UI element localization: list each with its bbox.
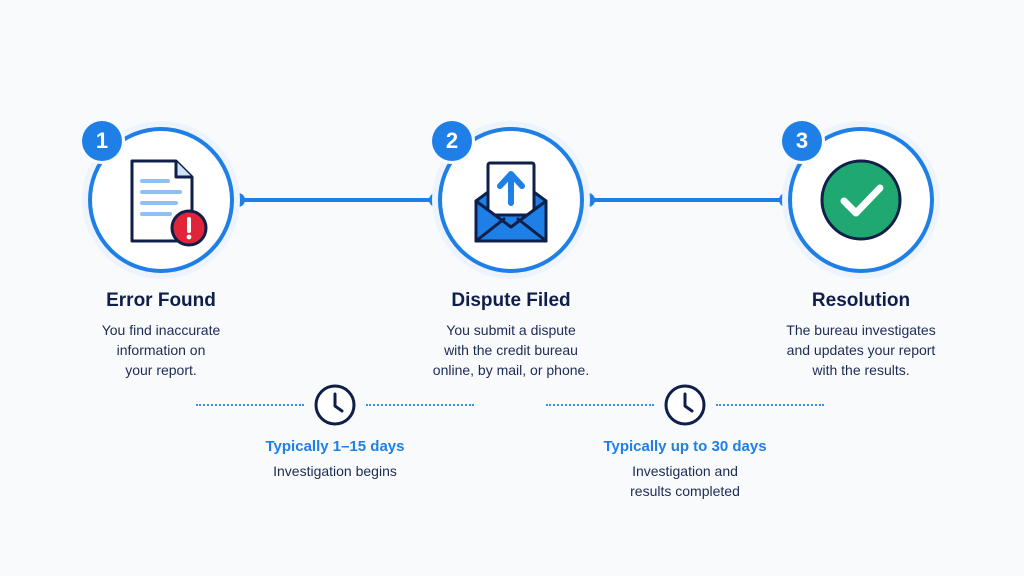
timing-2-description: Investigation and results completed [565,461,805,501]
step-3-desc-line: The bureau investigates [786,322,936,338]
clock-icon [664,384,706,426]
timeline-dotted-line [366,404,474,406]
step-1-title: Error Found [106,290,216,311]
connector-dot [231,193,245,207]
step-3-desc-line: with the results. [812,362,910,378]
clock-icon [314,384,356,426]
timing-1-description: Investigation begins [215,461,455,481]
step-3-title: Resolution [811,290,911,311]
step-1-desc-line: information on [116,342,206,358]
step-1-description: You find inaccurate information on your … [51,320,271,380]
connector-line-1-2 [238,198,438,202]
step-3-desc-line: and updates your report [786,342,936,358]
step-1-badge: 1 [82,121,122,161]
step-2-desc-line: You submit a dispute [446,322,576,338]
step-2-desc-line: with the credit bureau [444,342,578,358]
step-2-badge: 2 [432,121,472,161]
document-error-icon [130,159,208,247]
step-3-badge: 3 [782,121,822,161]
timeline-dotted-line [716,404,824,406]
envelope-upload-icon [474,161,548,243]
connector-line-2-3 [588,198,788,202]
step-2-circle [438,127,584,273]
step-3-circle [788,127,934,273]
checkmark-circle-icon [820,159,902,241]
step-2-description: You submit a dispute with the credit bur… [401,320,621,380]
timing-2-label: Typically up to 30 days [603,438,767,455]
timing-2-desc-line: Investigation and [632,463,738,479]
timing-2-desc-line: results completed [630,483,740,499]
step-2-title: Dispute Filed [451,290,571,311]
timeline-dotted-line [196,404,304,406]
step-1-circle [88,127,234,273]
step-1-desc-line: your report. [125,362,197,378]
timeline-dotted-line [546,404,654,406]
step-3-description: The bureau investigates and updates your… [751,320,971,380]
step-2-desc-line: online, by mail, or phone. [432,362,590,378]
timing-1-label: Typically 1–15 days [265,438,405,455]
step-1-desc-line: You find inaccurate [101,322,221,338]
connector-dot [581,193,595,207]
timing-1-desc-line: Investigation begins [273,463,397,479]
